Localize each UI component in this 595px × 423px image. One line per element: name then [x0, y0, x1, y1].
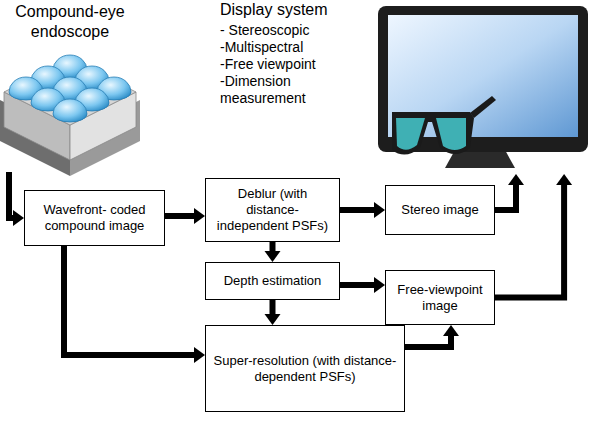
glasses-arm: [470, 96, 496, 118]
text-holder: Display system - Stereoscopic-Multispectr…: [220, 0, 590, 107]
flow-arrow: [495, 174, 572, 298]
flow-arrow: [495, 174, 524, 210]
process-box: Super-resolution (with distance- depende…: [205, 325, 405, 412]
node-label: Wavefront- coded compound image: [31, 202, 158, 234]
text-holder: Deblur (with distance- independent PSFs): [212, 186, 333, 234]
arrow-head: [265, 251, 281, 262]
list-item: -Multispectral: [220, 39, 370, 56]
flow-arrow: [340, 277, 385, 293]
monitor-illustration: [378, 6, 588, 168]
glasses-lens-right: [436, 118, 466, 150]
node-label: Deblur (with distance- independent PSFs): [212, 186, 333, 234]
flow-arrow: [340, 202, 385, 218]
process-box: Deblur (with distance- independent PSFs): [205, 178, 340, 242]
lens-array-illustration: [0, 55, 140, 176]
lens-dome: [53, 99, 87, 122]
flow-arrow: [165, 208, 205, 224]
arrow-shaft: [495, 185, 564, 298]
text-holder: Stereo image: [401, 202, 478, 218]
arrow-head: [265, 314, 281, 325]
list-item: -Free viewpoint: [220, 56, 370, 73]
lens-group: [9, 55, 131, 122]
text-holder: Compound-eye endoscope: [0, 2, 140, 42]
node-label: Free-viewpoint image: [392, 282, 488, 314]
text-holder: Wavefront- coded compound image: [31, 202, 158, 234]
arrow-head: [556, 174, 572, 185]
arrow-shaft: [340, 282, 374, 288]
process-box: Depth estimation: [205, 262, 340, 300]
node-label: Stereo image: [401, 202, 478, 218]
flow-arrow: [9, 172, 24, 226]
arrow-head: [374, 202, 385, 218]
arrow-shaft: [405, 336, 451, 347]
glasses-frame: [392, 112, 474, 155]
arrow-head: [194, 347, 205, 363]
arrow-shaft: [270, 242, 276, 251]
arrow-shaft: [340, 207, 374, 213]
flow-arrow: [265, 242, 281, 262]
endoscope-label: Compound-eye endoscope: [0, 2, 140, 176]
display-label: Display system - Stereoscopic-Multispectr…: [220, 0, 590, 174]
arrow-shaft: [9, 172, 13, 218]
arrow-head: [13, 210, 24, 226]
node-label: Display system: [220, 0, 370, 19]
arrow-shaft: [495, 185, 516, 210]
glasses-illustration: [392, 96, 496, 155]
flow-arrow: [265, 300, 281, 325]
text-holder: Free-viewpoint image: [392, 282, 488, 314]
output-box: Stereo image: [385, 185, 495, 235]
arrow-shaft: [165, 213, 194, 219]
text-holder: Depth estimation: [224, 273, 322, 289]
monitor-frame: [378, 6, 588, 152]
flow-arrow: [405, 325, 459, 347]
flow-arrow: [64, 246, 205, 363]
arrow-shaft: [270, 300, 276, 314]
node-label: Super-resolution (with distance- depende…: [212, 353, 398, 385]
text-holder: Super-resolution (with distance- depende…: [212, 353, 398, 385]
arrow-head: [508, 174, 524, 185]
arrow-head: [374, 277, 385, 293]
node-label: Compound-eye endoscope: [0, 2, 140, 42]
list-item: - Stereoscopic: [220, 22, 370, 39]
glasses-lens-left: [396, 118, 425, 150]
arrow-head: [194, 208, 205, 224]
arrow-head: [443, 325, 459, 336]
arrow-shaft: [64, 246, 194, 355]
output-box: Free-viewpoint image: [385, 270, 495, 325]
list-item: -Dimension measurement: [220, 73, 370, 107]
node-label: Depth estimation: [224, 273, 322, 289]
process-box: Wavefront- coded compound image: [24, 190, 165, 246]
